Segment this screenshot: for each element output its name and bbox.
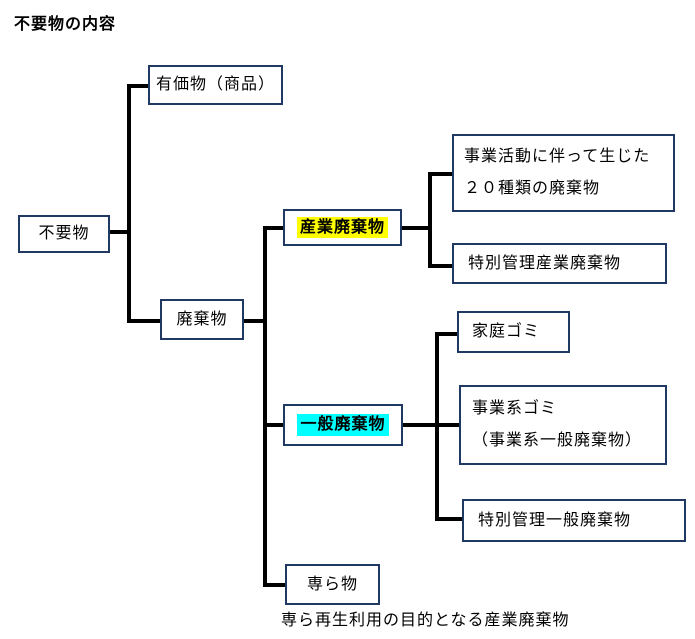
diagram-title: 不要物の内容 — [14, 16, 117, 33]
node-sangyou-haikibutsu-label: 産業廃棄物 — [296, 216, 388, 239]
node-haikibutsu: 廃棄物 — [160, 299, 244, 340]
node-moppara-mono: 専ら物 — [285, 564, 380, 605]
node-yuukabutsu-label: 有価物（商品） — [155, 76, 275, 94]
node-jigyou-20shurui: 事業活動に伴って生じた ２０種類の廃棄物 — [452, 134, 675, 212]
connector-stub-sangyou-right — [401, 226, 430, 230]
node-jigyoukei-gomi: 事業系ゴミ （事業系一般廃棄物） — [459, 385, 667, 465]
connector-branch-ippan — [263, 423, 283, 427]
node-ippan-haikibutsu: 一般廃棄物 — [283, 404, 403, 446]
node-tokubetsu-kanri-sangyou-label: 特別管理産業廃棄物 — [468, 254, 622, 272]
connector-branch-katei-gomi — [435, 332, 457, 336]
connector-trunk-haikibutsu — [263, 226, 267, 587]
connector-stub-fuyoubutsu — [110, 230, 131, 234]
connector-branch-haikibutsu — [127, 319, 160, 323]
connector-branch-yuukabutsu — [127, 84, 148, 88]
connector-branch-tokubetsu-sangyou — [428, 264, 452, 268]
node-tokubetsu-kanri-ippan-label: 特別管理一般廃棄物 — [478, 511, 632, 529]
connector-trunk-fuyoubutsu — [127, 84, 131, 323]
node-ippan-haikibutsu-label: 一般廃棄物 — [297, 414, 389, 436]
connector-branch-tokubetsu-ippan — [435, 517, 462, 521]
node-fuyoubutsu: 不要物 — [18, 215, 110, 253]
node-haikibutsu-label: 廃棄物 — [176, 310, 228, 328]
node-katei-gomi: 家庭ゴミ — [457, 311, 570, 353]
connector-branch-jigyoukei-gomi — [435, 423, 459, 427]
connector-branch-moppara — [263, 583, 285, 587]
connector-trunk-sangyou — [428, 172, 432, 268]
node-jigyoukei-gomi-line1: 事業系ゴミ — [472, 400, 558, 417]
connector-branch-sangyou — [263, 226, 283, 230]
connector-branch-jigyou20 — [428, 172, 452, 176]
node-katei-gomi-label: 家庭ゴミ — [472, 323, 541, 341]
node-moppara-mono-label: 専ら物 — [306, 575, 358, 593]
node-jigyou-20shurui-line1: 事業活動に伴って生じた — [464, 148, 651, 165]
node-sangyou-haikibutsu: 産業廃棄物 — [283, 209, 402, 246]
node-fuyoubutsu-label: 不要物 — [38, 225, 90, 243]
diagram-caption: 専ら再生利用の目的となる産業廃棄物 — [281, 612, 570, 629]
node-jigyoukei-gomi-line2: （事業系一般廃棄物） — [472, 432, 643, 449]
node-yuukabutsu: 有価物（商品） — [148, 65, 283, 105]
node-jigyou-20shurui-line2: ２０種類の廃棄物 — [464, 180, 601, 197]
connector-stub-haikibutsu-right — [243, 319, 267, 323]
node-tokubetsu-kanri-sangyou: 特別管理産業廃棄物 — [452, 243, 667, 284]
connector-stub-ippan-right — [402, 423, 437, 427]
node-tokubetsu-kanri-ippan: 特別管理一般廃棄物 — [462, 499, 686, 542]
